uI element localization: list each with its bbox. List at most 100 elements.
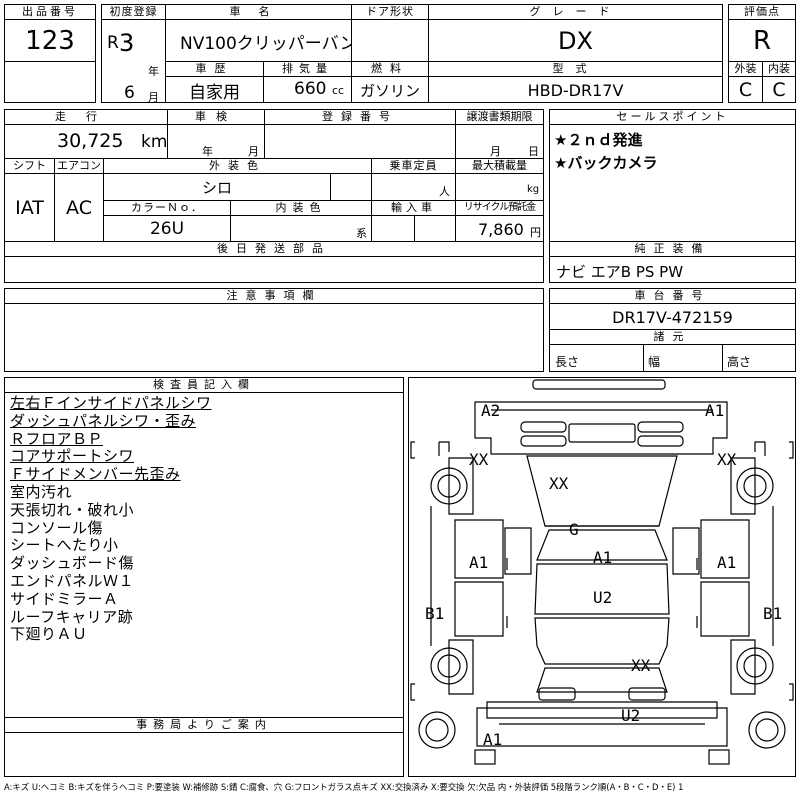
later-parts-cell: 後日発送部品 — [4, 241, 544, 283]
evaluation-cell: 評価点 R — [728, 4, 796, 62]
inspector-item: ルーフキャリア跡 — [10, 607, 134, 626]
equipment-label: 純正装備 — [550, 242, 795, 257]
evaluation-value: R — [752, 26, 772, 56]
grade-value: DX — [558, 27, 593, 55]
exterior-color-cell: 外装色 シロ — [103, 158, 372, 201]
history-label: 車歴 — [166, 62, 263, 77]
exterior-color-label: 外装色 — [104, 159, 371, 174]
interior-cell: 内装 C — [762, 61, 796, 103]
inspector-item: コアサポートシワ — [10, 447, 135, 466]
color-number-value: 26U — [149, 219, 185, 239]
sales-point-item: ★２ｎｄ発進 — [554, 131, 643, 149]
height-label: 高さ — [727, 355, 752, 369]
first-registration-cell: 初度登録 R 3 年 6 月 — [101, 4, 166, 103]
fuel-value: ガソリン — [359, 81, 420, 100]
grade-cell: グレード DX — [428, 4, 723, 62]
displacement-label: 排気量 — [264, 62, 351, 77]
dimensions-cell: 諸元 長さ 幅 高さ — [549, 329, 796, 372]
color-number-cell: カラーＮｏ． 26U — [103, 200, 231, 242]
transfer-deadline-cell: 譲渡書類期限 月 日 — [455, 109, 544, 159]
mileage-unit: km — [141, 132, 168, 152]
displacement-cell: 排気量 660 cc — [263, 61, 352, 103]
inspector-item: サイドミラーＡ — [10, 589, 119, 608]
transfer-month-unit: 月 — [490, 145, 501, 158]
displacement-unit: cc — [332, 84, 345, 97]
door-value — [352, 20, 428, 61]
exterior-label: 外装 — [729, 62, 762, 77]
damage-diagram: A2 A1 XX XX XX G A1 A1 A1 U2 B1 B1 XX U2… — [408, 377, 796, 777]
inspector-item: コンソール傷 — [10, 518, 104, 537]
history-value: 自家用 — [189, 82, 240, 103]
damage-roof: A1 — [593, 548, 613, 567]
inspection-label: 車検 — [168, 110, 264, 125]
notes-label: 注意事項欄 — [5, 289, 543, 304]
model-cell: 型式 HBD-DR17V — [428, 61, 723, 103]
damage-cargo: XX — [631, 656, 651, 675]
car-name-value: NV100クリッパーバン — [180, 33, 352, 54]
aircon-value: AC — [66, 197, 92, 219]
aircon-cell: エアコン AC — [54, 158, 104, 242]
damage-roof-rear: U2 — [593, 588, 613, 607]
damage-rear-corner: A1 — [483, 730, 503, 749]
inspection-cell: 車検 年 月 — [167, 109, 265, 159]
capacity-unit: 人 — [439, 185, 450, 198]
legend: A:キズ U:ヘコミ B:キズを伴うヘコミ P:要塗装 W:補修跡 S:錆 C:… — [4, 782, 684, 792]
interior-color-unit: 系 — [356, 227, 367, 240]
sales-points-cell: セールスポイント ★２ｎｄ発進 ★バックカメラ — [549, 109, 796, 242]
lot-number-value: 123 — [25, 26, 75, 56]
shift-cell: シフト IAT — [4, 158, 55, 242]
shift-label: シフト — [5, 159, 54, 174]
era-letter: R — [107, 33, 119, 53]
damage-front-left: A2 — [481, 401, 501, 420]
office-cell: 事務局よりご案内 — [4, 717, 404, 777]
width-label: 幅 — [648, 355, 661, 369]
car-outline-diagram — [410, 379, 794, 765]
inspector-item: ＲフロアＢＰ — [10, 429, 104, 448]
car-name-cell: 車名 NV100クリッパーバン — [165, 4, 352, 62]
later-parts-label: 後日発送部品 — [5, 242, 543, 257]
office-label: 事務局よりご案内 — [5, 718, 403, 733]
interior-color-label: 内装色 — [231, 201, 371, 216]
fuel-cell: 燃料 ガソリン — [351, 61, 429, 103]
model-label: 型式 — [429, 62, 722, 77]
recycle-unit: 円 — [530, 226, 541, 239]
sales-point-item: ★バックカメラ — [554, 154, 658, 172]
inspector-item: Ｆサイドメンバー先歪み — [10, 465, 181, 484]
capacity-label: 乗車定員 — [372, 159, 455, 174]
max-load-label: 最大積載量 — [456, 159, 543, 174]
inspector-item: 室内汚れ — [10, 482, 73, 501]
damage-front-right: A1 — [705, 401, 725, 420]
lot-number-cell: 出品番号 123 — [4, 4, 96, 62]
first-registration-label: 初度登録 — [102, 5, 165, 20]
damage-rear-left: B1 — [425, 604, 445, 623]
evaluation-label: 評価点 — [729, 5, 795, 20]
import-cell: 輸入車 — [371, 200, 456, 242]
damage-windshield: G — [569, 520, 579, 539]
inspector-item: ダッシュパネルシワ・歪み — [10, 411, 197, 430]
month-unit: 月 — [148, 91, 159, 103]
recycle-cell: リサイクル預託金 7,860 円 — [455, 200, 544, 242]
inspector-item: エンドパネルＷ１ — [10, 571, 135, 590]
damage-door-right: A1 — [717, 553, 737, 572]
length-label: 長さ — [555, 355, 580, 369]
inspection-month-unit: 月 — [248, 145, 259, 158]
year-unit: 年 — [148, 65, 159, 78]
dimensions-label: 諸元 — [550, 330, 795, 345]
exterior-color-value: シロ — [201, 179, 232, 197]
sales-points-label: セールスポイント — [550, 110, 795, 125]
chassis-cell: 車台番号 DR17V-472159 — [549, 288, 796, 330]
inspector-item: 天張切れ・破れ小 — [10, 500, 135, 519]
damage-door-left: A1 — [469, 553, 489, 572]
lot-blank-cell — [4, 61, 96, 103]
exterior-cell: 外装 C — [728, 61, 763, 103]
transfer-deadline-label: 譲渡書類期限 — [456, 110, 543, 125]
door-label: ドア形状 — [352, 5, 428, 20]
interior-color-cell: 内装色 系 — [230, 200, 372, 242]
equipment-value: ナビ エアB PS PW — [556, 263, 684, 281]
car-name-label: 車名 — [166, 5, 351, 20]
capacity-cell: 乗車定員 人 — [371, 158, 456, 201]
registration-number-value — [265, 125, 455, 158]
fuel-label: 燃料 — [352, 62, 428, 77]
recycle-value: 7,860 — [478, 220, 524, 239]
